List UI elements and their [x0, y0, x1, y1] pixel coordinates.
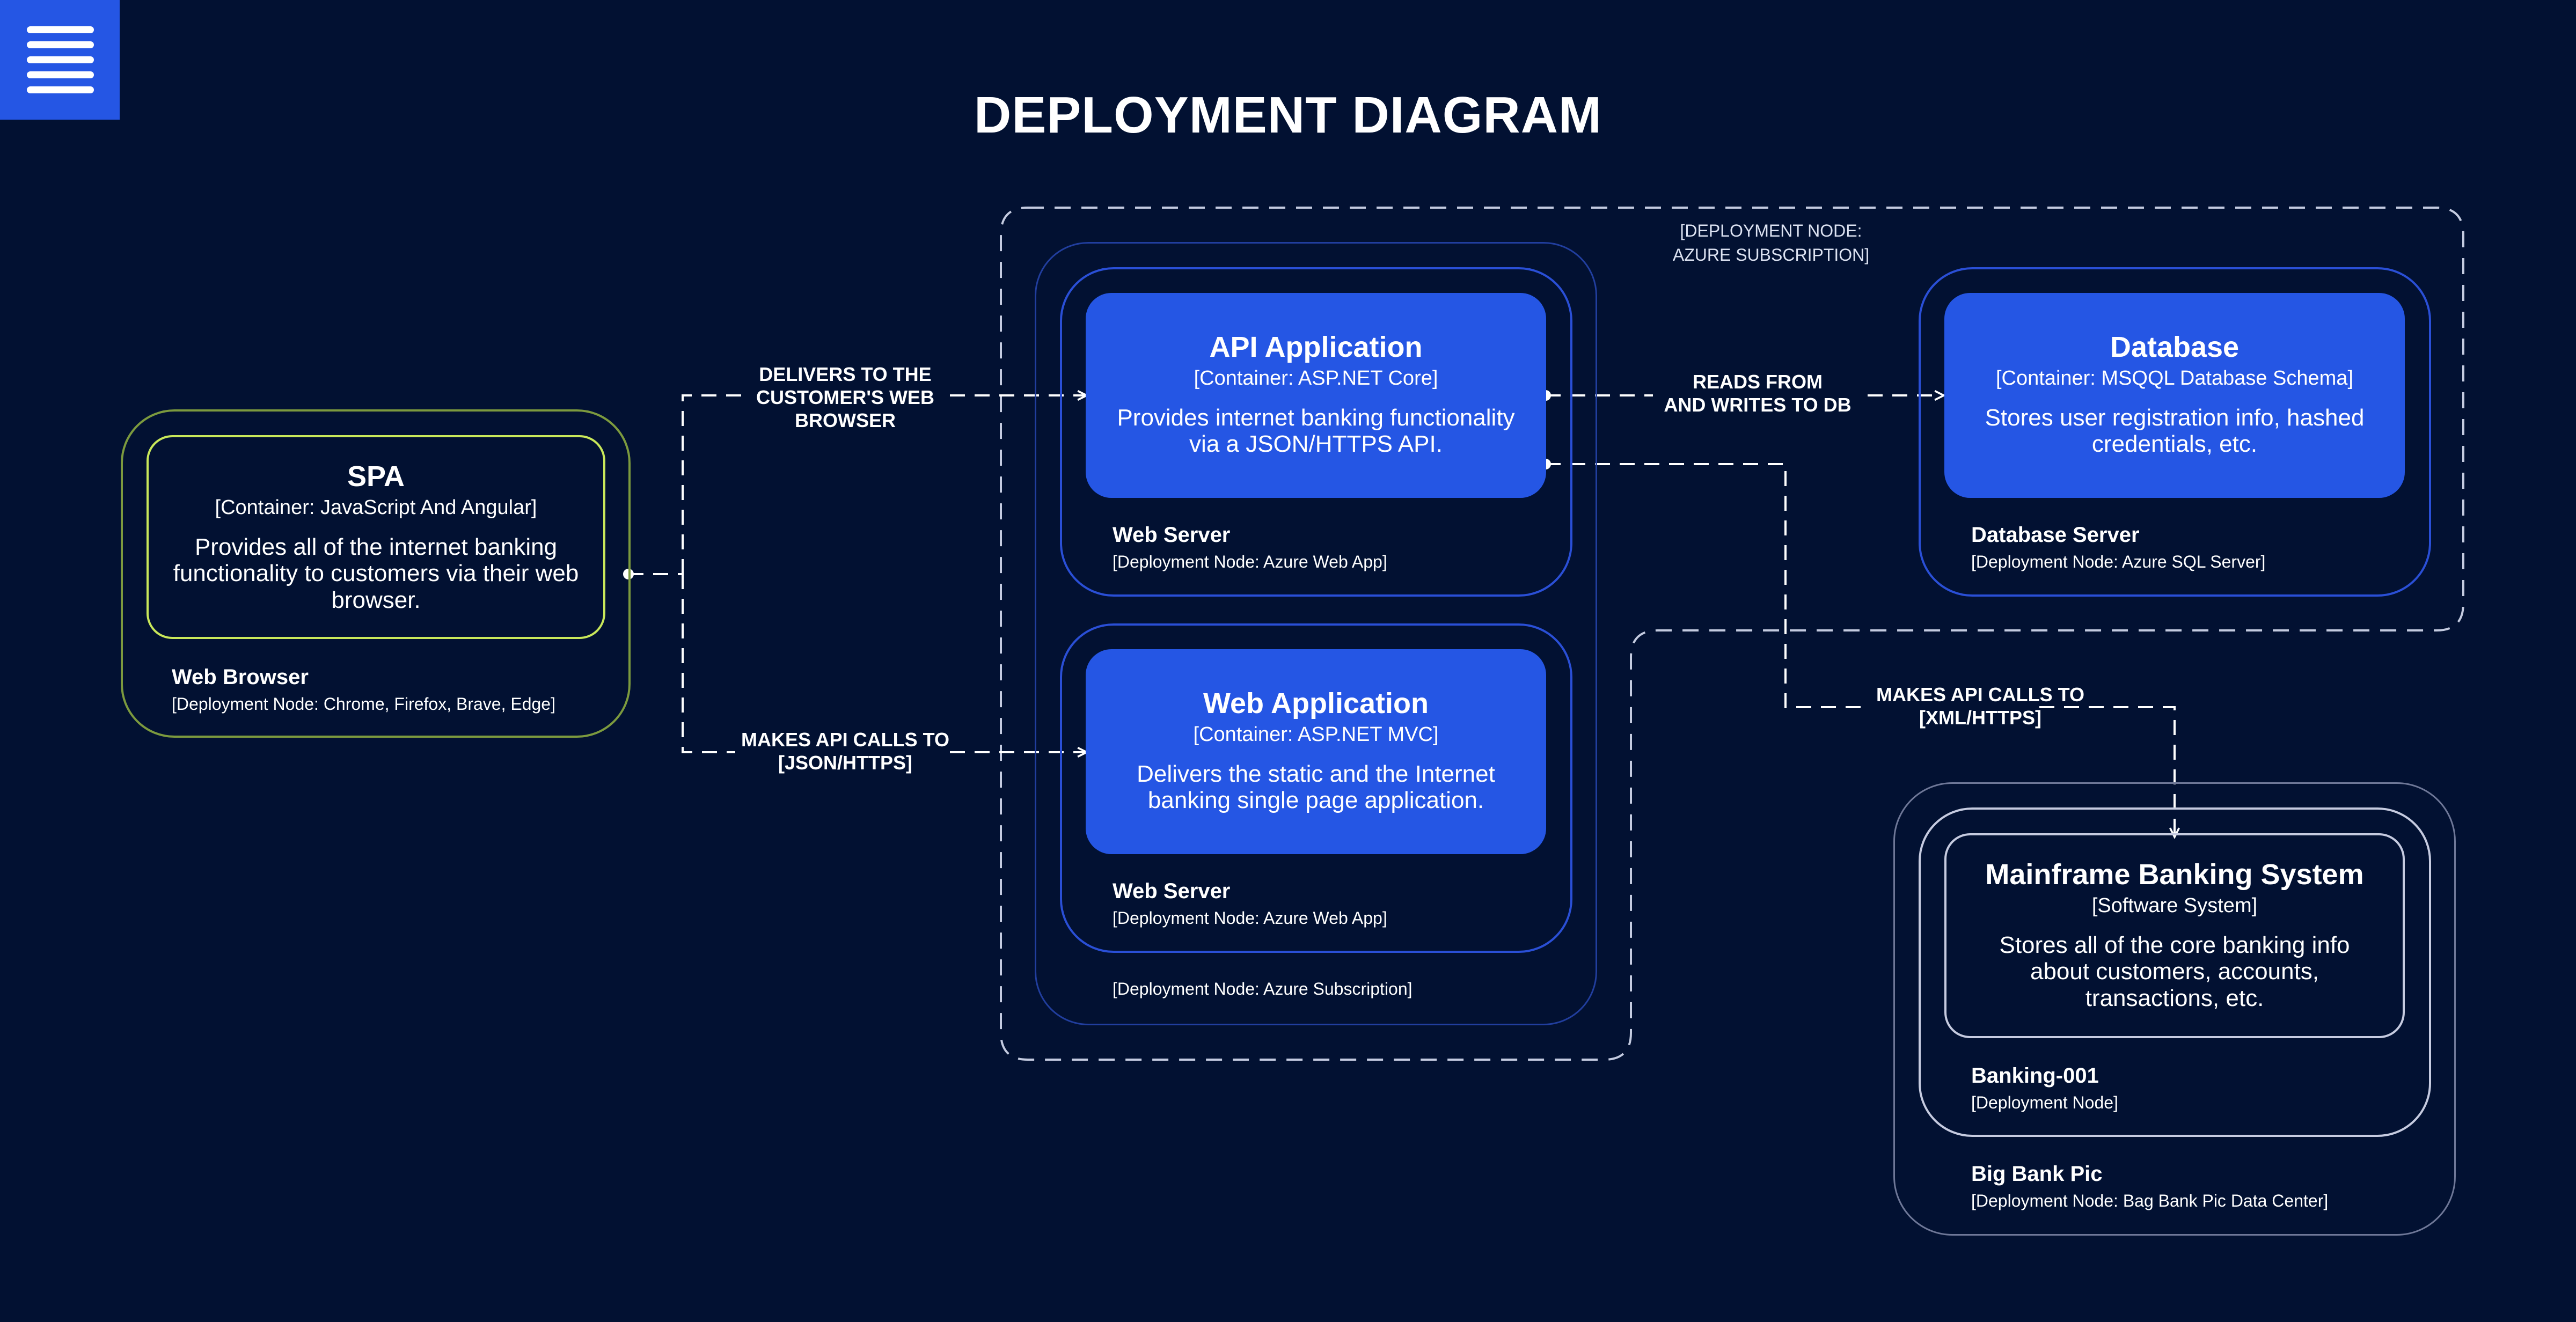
- spa-tech: [Container: JavaScript And Angular]: [215, 496, 537, 519]
- webapp-web-server-name: Web Server: [1113, 879, 1231, 903]
- menu-bar-line: [27, 41, 94, 48]
- azure-subscription-node-sub: [Deployment Node: Azure Subscription]: [1113, 979, 1413, 998]
- web-application-container[interactable]: Web Application [Container: ASP.NET MVC]…: [1086, 649, 1546, 854]
- web-browser-node: [121, 409, 631, 738]
- api-description: Provides internet banking functionality …: [1117, 404, 1515, 458]
- web-browser-node-name: Web Browser: [172, 665, 309, 689]
- mainframe-banking-system[interactable]: Mainframe Banking System [Software Syste…: [1944, 833, 2405, 1038]
- azure-boundary-caption: [DEPLOYMENT NODE: AZURE SUBSCRIPTION]: [1672, 221, 1870, 265]
- connector-delivers: [682, 395, 1087, 574]
- edge-label-api-calls-json: MAKES API CALLS TO [JSON/HTTPS]: [741, 729, 950, 774]
- mainframe-tech: [Software System]: [2091, 894, 2258, 917]
- web-browser-node-sub: [Deployment Node: Chrome, Firefox, Brave…: [172, 694, 555, 714]
- azure-subscription-node: [1035, 242, 1597, 1025]
- web-app-description: Delivers the static and the Internet ban…: [1137, 760, 1495, 814]
- datacenter-node-sub: [Deployment Node: Bag Bank Pic Data Cent…: [1971, 1191, 2329, 1210]
- edge-label-api-calls-xml: MAKES API CALLS TO [XML/HTTPS]: [1876, 684, 2085, 729]
- webapp-web-server-sub: [Deployment Node: Azure Web App]: [1113, 908, 1387, 928]
- api-web-server-sub: [Deployment Node: Azure Web App]: [1113, 552, 1387, 571]
- menu-bar-line: [27, 26, 94, 33]
- mainframe-name: Mainframe Banking System: [1985, 858, 2364, 891]
- datacenter-node: [1893, 782, 2456, 1236]
- edge-label-reads-writes: READS FROM AND WRITES TO DB: [1664, 371, 1851, 416]
- webapp-web-server-node: [1060, 623, 1572, 953]
- api-web-server-node: [1060, 267, 1572, 597]
- spa-description: Provides all of the internet banking fun…: [173, 533, 579, 614]
- api-tech: [Container: ASP.NET Core]: [1194, 367, 1438, 390]
- banking-node-name: Banking-001: [1971, 1064, 2099, 1088]
- menu-bar-line: [27, 86, 94, 93]
- api-application-container[interactable]: API Application [Container: ASP.NET Core…: [1086, 293, 1546, 498]
- banking-node: [1919, 807, 2431, 1137]
- api-web-server-name: Web Server: [1113, 523, 1231, 547]
- web-app-tech: [Container: ASP.NET MVC]: [1193, 723, 1439, 746]
- database-server-node: [1919, 267, 2431, 597]
- connector-api-calls-json: [682, 574, 1087, 752]
- api-name: API Application: [1209, 331, 1423, 363]
- edge-label-delivers: DELIVERS TO THE CUSTOMER'S WEB BROWSER: [756, 363, 934, 432]
- hamburger-menu-icon[interactable]: [0, 0, 120, 120]
- menu-bar-line: [27, 71, 94, 78]
- banking-node-sub: [Deployment Node]: [1971, 1093, 2118, 1112]
- spa-container[interactable]: SPA [Container: JavaScript And Angular] …: [147, 435, 605, 639]
- database-description: Stores user registration info, hashed cr…: [1985, 404, 2365, 458]
- spa-name: SPA: [347, 460, 405, 493]
- database-server-sub: [Deployment Node: Azure SQL Server]: [1971, 552, 2266, 571]
- connector-api-calls-xml: [1546, 463, 2175, 837]
- database-container[interactable]: Database [Container: MSQQL Database Sche…: [1944, 293, 2405, 498]
- datacenter-node-name: Big Bank Pic: [1971, 1162, 2103, 1186]
- web-app-name: Web Application: [1203, 687, 1429, 719]
- mainframe-description: Stores all of the core banking info abou…: [1999, 931, 2350, 1012]
- page-title: DEPLOYMENT DIAGRAM: [974, 86, 1602, 144]
- database-name: Database: [2110, 331, 2240, 363]
- azure-subscription-boundary: [1000, 207, 2464, 1061]
- menu-bar-line: [27, 56, 94, 63]
- database-tech: [Container: MSQQL Database Schema]: [1995, 367, 2354, 390]
- database-server-name: Database Server: [1971, 523, 2140, 547]
